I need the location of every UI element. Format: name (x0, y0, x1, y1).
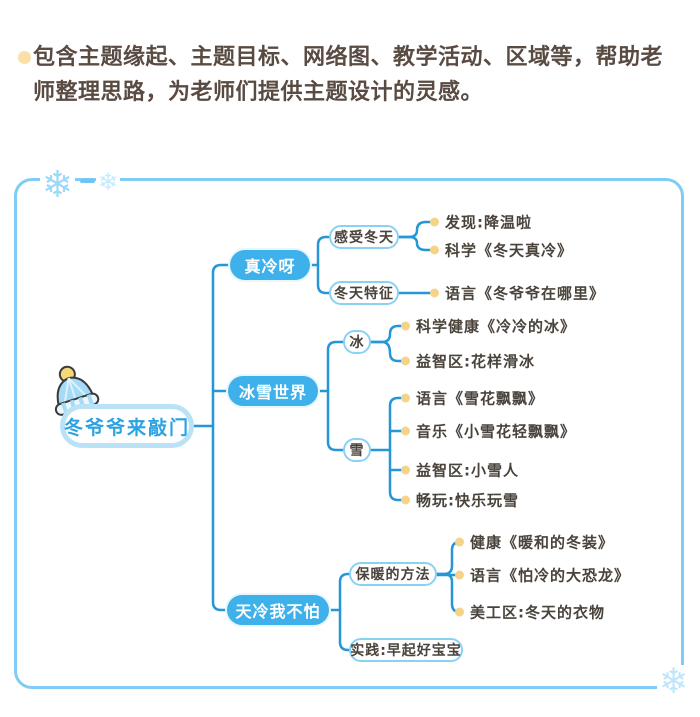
leaf-item: 音乐《小雪花轻飘飘》 (401, 421, 576, 442)
leaf-item: 科学《冬天真冷》 (430, 240, 573, 261)
bullet-dot-icon (18, 51, 31, 64)
leaf-bullet-icon (401, 465, 410, 475)
sub-node-ganshoudongtian: 感受冬天 (329, 225, 399, 249)
leaf-item: 益智区:花样滑冰 (401, 351, 535, 372)
sub-node-baonuandefangfa: 保暖的方法 (349, 562, 437, 586)
snowflake-icon: ❄ (657, 662, 691, 702)
leaf-bullet-icon (401, 393, 410, 403)
sub-node-dongtiantezheng: 冬天特征 (329, 281, 399, 305)
sub-node-xue: 雪 (343, 438, 371, 462)
branch-node-tianlengwobupa: 天冷我不怕 (227, 595, 329, 625)
leaf-item: 畅玩:快乐玩雪 (401, 490, 519, 511)
border-dash (80, 179, 95, 183)
leaf-item: 美工区:冬天的衣物 (455, 602, 605, 623)
leaf-bullet-icon (455, 607, 464, 617)
branch-node-zhenlengya: 真冷呀 (230, 250, 310, 280)
snowflake-icon: ❄ (96, 168, 121, 196)
leaf-bullet-icon (455, 570, 464, 580)
root-node: 冬爷爷来敲门 (60, 404, 194, 448)
leaf-item: 语言《雪花飘飘》 (401, 388, 544, 409)
leaf-item: 科学健康《冷冷的冰》 (401, 316, 576, 337)
leaf-item: 语言《冬爷爷在哪里》 (430, 283, 605, 304)
intro-text: 包含主题缘起、主题目标、网络图、教学活动、区域等，帮助老师整理思路，为老师们提供… (33, 45, 664, 105)
branch-node-bingxueshijie: 冰雪世界 (228, 376, 318, 406)
leaf-item: 益智区:小雪人 (401, 460, 519, 481)
leaf-bullet-icon (401, 321, 410, 331)
sub-node-bing: 冰 (343, 330, 371, 354)
theme-board (14, 178, 684, 689)
leaf-bullet-icon (455, 537, 464, 547)
leaf-bullet-icon (430, 217, 439, 227)
leaf-item: 语言《怕冷的大恐龙》 (455, 565, 630, 586)
leaf-bullet-icon (401, 426, 410, 436)
leaf-bullet-icon (430, 245, 439, 255)
snowflake-icon: ❄ (40, 163, 76, 206)
leaf-item: 健康《暖和的冬装》 (455, 532, 614, 553)
leaf-bullet-icon (401, 495, 410, 505)
sub-node-shijian: 实践:早起好宝宝 (349, 638, 463, 662)
leaf-item: 发现:降温啦 (430, 212, 532, 233)
leaf-bullet-icon (430, 288, 439, 298)
leaf-bullet-icon (401, 356, 410, 366)
intro-paragraph: 包含主题缘起、主题目标、网络图、教学活动、区域等，帮助老师整理思路，为老师们提供… (18, 40, 682, 110)
